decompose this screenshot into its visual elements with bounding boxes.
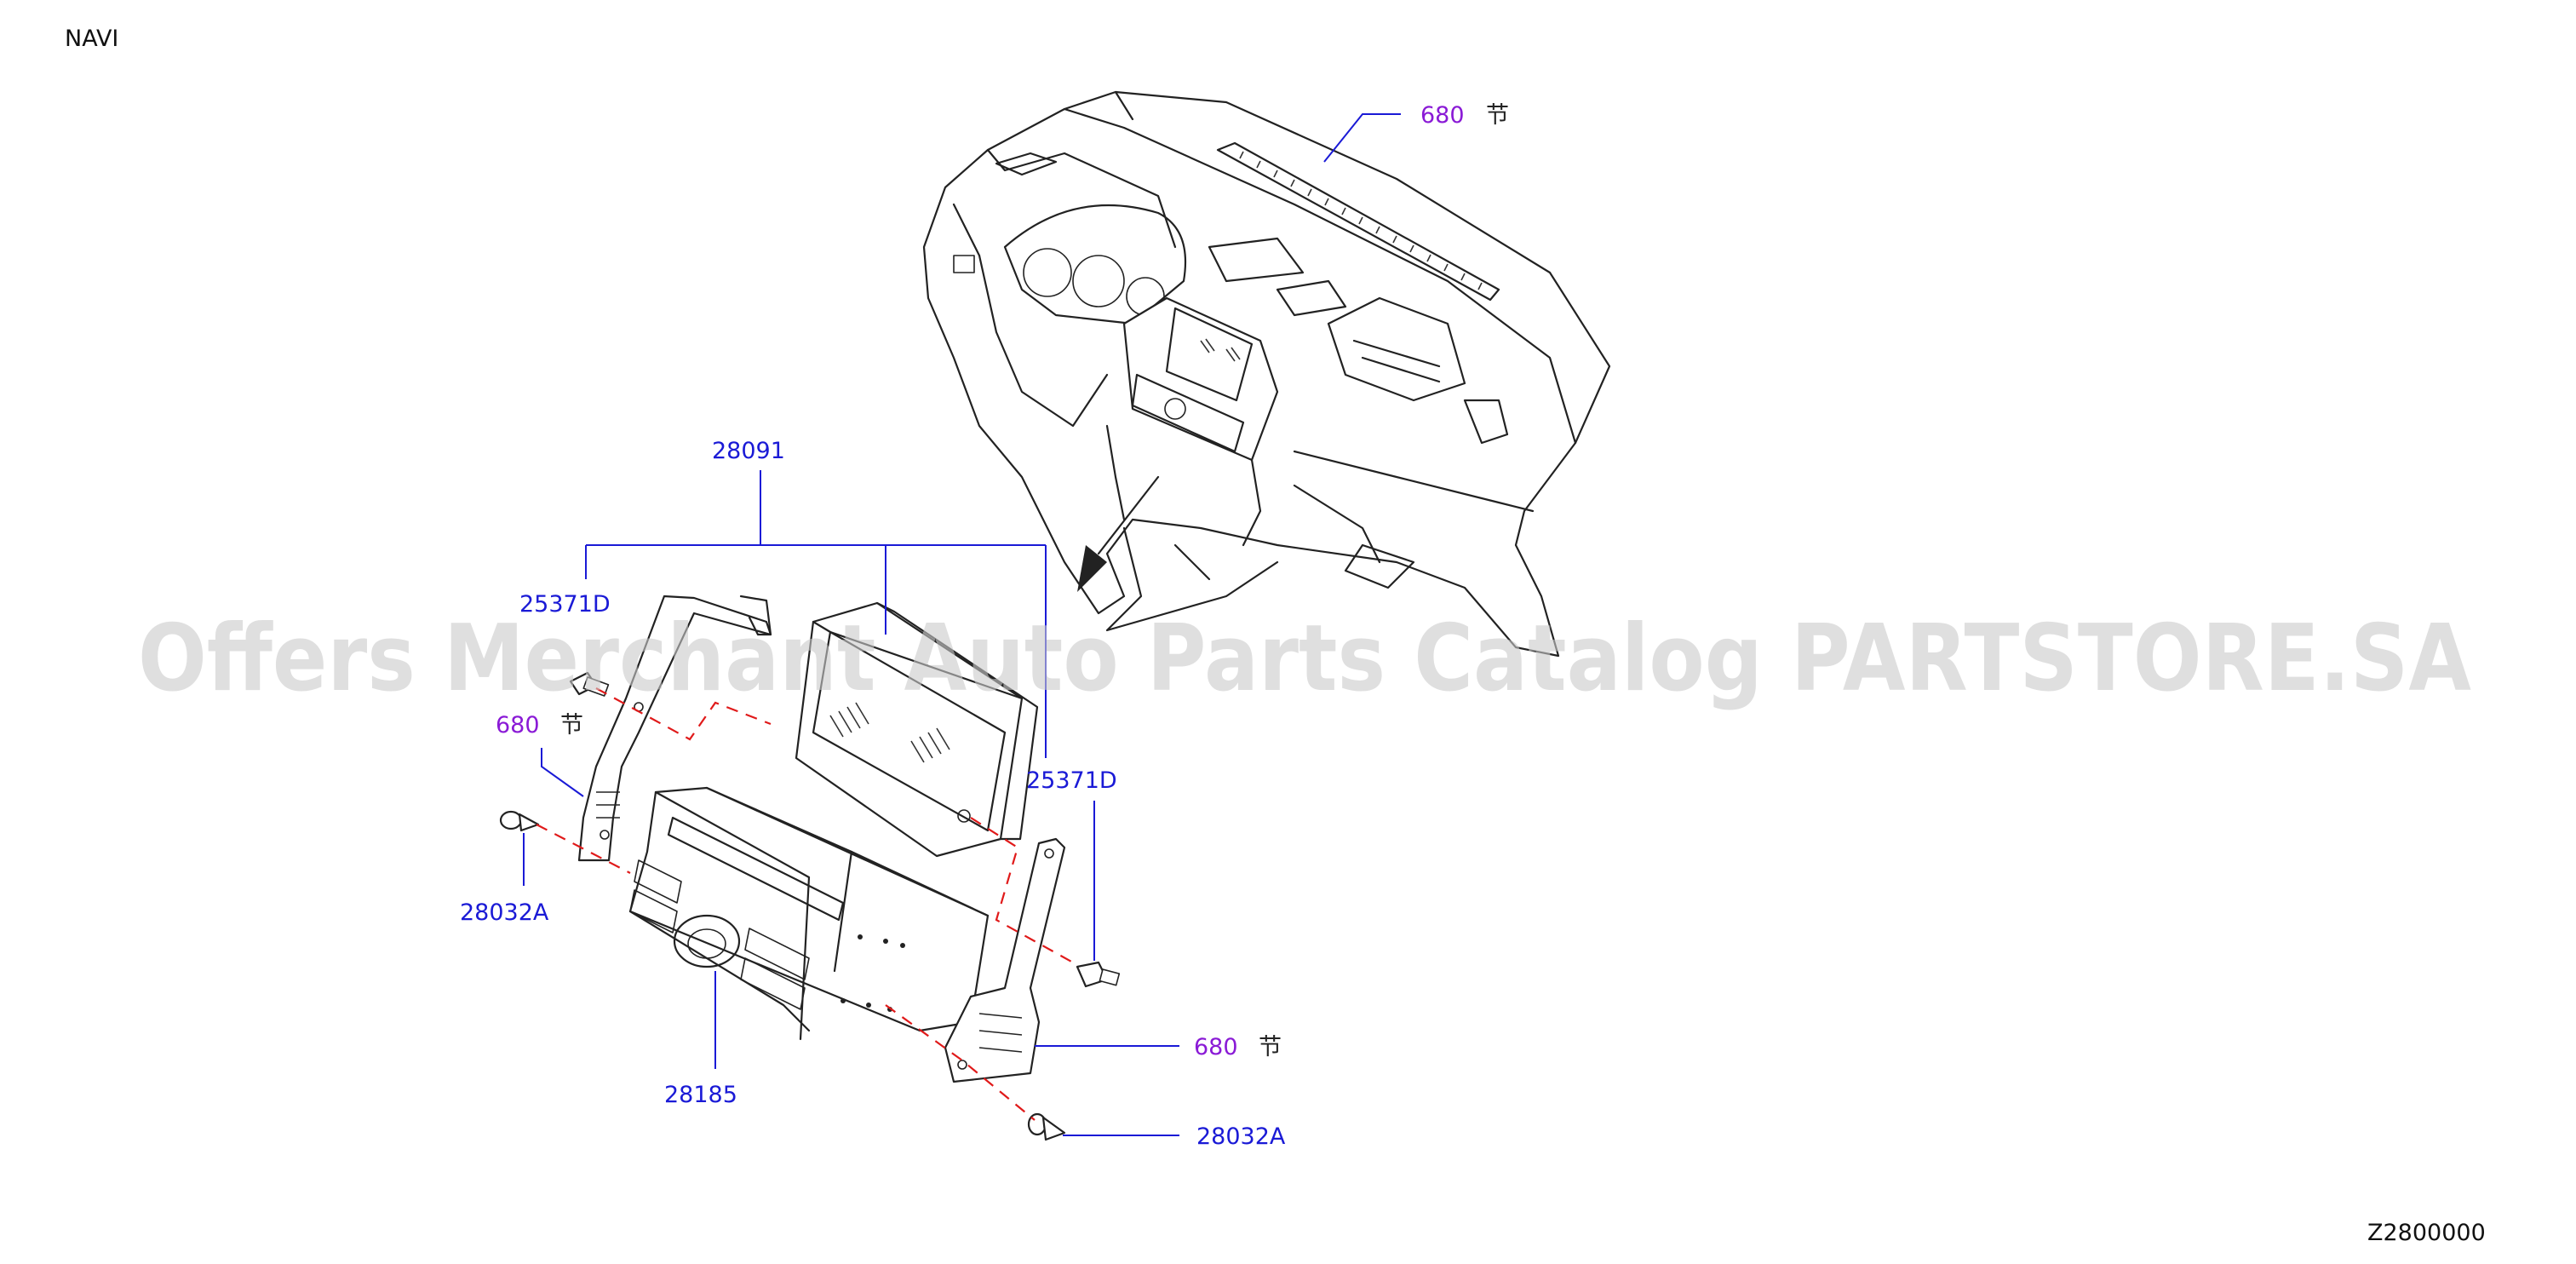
nav-screen-hatch — [1200, 338, 1241, 362]
svg-text:节: 节 — [1486, 102, 1509, 129]
callout-audio-unit[interactable]: 28185 — [664, 1082, 737, 1108]
callout-screw-left[interactable]: 28032A — [460, 899, 549, 926]
assembly-lines — [536, 687, 1074, 1121]
dashboard-illustration — [922, 90, 1611, 658]
screw-right — [1027, 1112, 1066, 1141]
callout-screw-right[interactable]: 28032A — [1196, 1123, 1286, 1150]
callout-dash-ref[interactable]: 680 节 — [1420, 102, 1509, 129]
svg-text:节: 节 — [1259, 1034, 1282, 1060]
svg-text:680: 680 — [1420, 102, 1465, 129]
defroster-vent-hatch — [1239, 151, 1483, 290]
removal-arrow — [1077, 545, 1107, 592]
svg-text:680: 680 — [496, 712, 540, 738]
leader-lines — [523, 113, 1401, 1136]
bolt-right — [1076, 961, 1121, 988]
left-bracket — [577, 595, 772, 862]
right-bracket — [944, 837, 1066, 1083]
section-label: NAVI — [65, 26, 118, 52]
display-screen-hatch — [829, 702, 950, 763]
callout-bracket-left-ref[interactable]: 680 节 — [496, 712, 583, 738]
watermark-text: Offers Merchant Auto Parts Catalog PARTS… — [138, 606, 2471, 712]
svg-text:680: 680 — [1194, 1034, 1238, 1060]
callout-bolt-left[interactable]: 25371D — [519, 591, 611, 618]
svg-text:节: 节 — [560, 712, 583, 738]
callout-assembly-28091[interactable]: 28091 — [712, 438, 785, 464]
diagram-code: Z2800000 — [2367, 1220, 2486, 1246]
screw-left — [499, 810, 540, 832]
nav-display-unit — [795, 601, 1039, 858]
callout-bolt-right[interactable]: 25371D — [1026, 767, 1117, 794]
callout-bracket-right-ref[interactable]: 680 节 — [1194, 1034, 1282, 1060]
